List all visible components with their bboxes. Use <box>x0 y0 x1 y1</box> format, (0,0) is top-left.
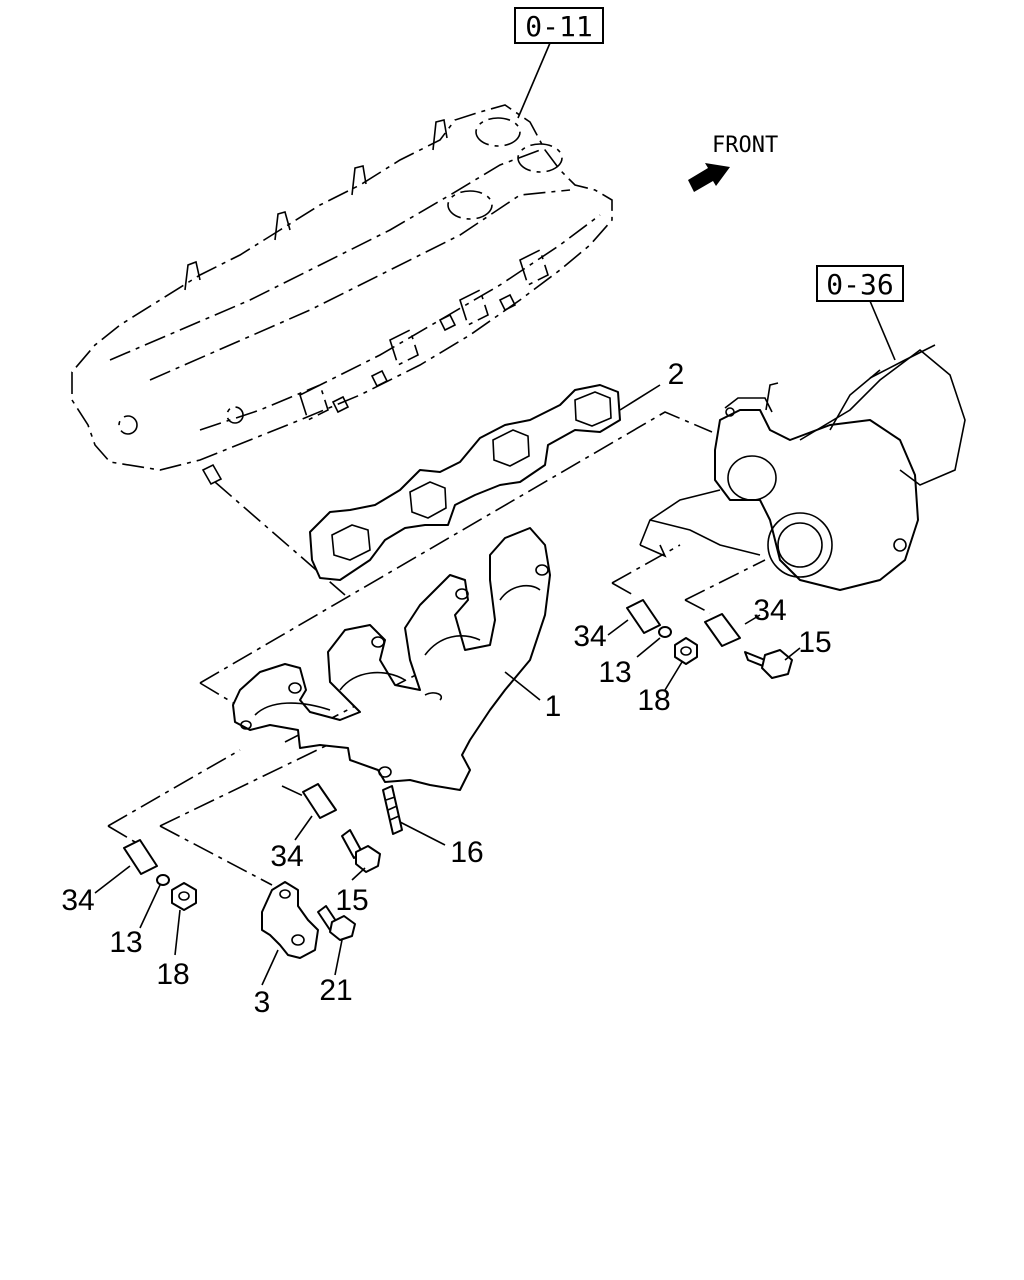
callout-exhaust-manifold: 1 <box>545 690 562 723</box>
turbocharger <box>639 344 966 591</box>
exhaust-manifold[interactable] <box>232 527 551 791</box>
callout-washer-right: 13 <box>598 656 631 689</box>
reference-box-turbocharger[interactable]: 0-36 <box>816 265 904 302</box>
callout-spacer-right-b: 34 <box>753 594 786 627</box>
bracket[interactable] <box>261 881 319 959</box>
nut-right[interactable] <box>674 637 698 665</box>
front-label: FRONT <box>712 133 778 158</box>
spacer-left[interactable] <box>123 839 158 875</box>
spacer-center[interactable] <box>302 783 337 819</box>
stud[interactable] <box>382 785 403 835</box>
washer-left[interactable] <box>156 874 170 886</box>
callout-nut-left: 18 <box>156 958 189 991</box>
callout-spacer-center: 34 <box>270 840 303 873</box>
callout-stud: 16 <box>450 836 483 869</box>
callout-manifold-gasket: 2 <box>668 358 685 391</box>
spacer-right-a[interactable] <box>626 599 661 634</box>
cylinder-head <box>71 104 613 486</box>
callout-bolt-right: 15 <box>798 626 831 659</box>
bolt-center[interactable] <box>341 829 381 873</box>
bolt-right[interactable] <box>744 649 793 679</box>
washer-right[interactable] <box>658 626 672 638</box>
callout-spacer-right-a: 34 <box>573 620 606 653</box>
bolt-bracket[interactable] <box>317 905 356 941</box>
callout-bracket: 3 <box>254 986 271 1019</box>
callout-bolt-bracket: 21 <box>319 974 352 1007</box>
nut-left[interactable] <box>171 882 197 911</box>
spacer-right-b[interactable] <box>704 613 741 647</box>
manifold-gasket[interactable] <box>309 384 621 581</box>
reference-box-cylinder-head[interactable]: 0-11 <box>514 7 604 44</box>
callout-washer-left: 13 <box>109 926 142 959</box>
callout-bolt-center: 15 <box>335 884 368 917</box>
front-arrow-icon <box>688 163 730 192</box>
reference-label-turbocharger: 0-36 <box>826 268 893 301</box>
callout-nut-right: 18 <box>637 684 670 717</box>
callout-spacer-left: 34 <box>61 884 94 917</box>
reference-label-cylinder-head: 0-11 <box>525 10 592 43</box>
